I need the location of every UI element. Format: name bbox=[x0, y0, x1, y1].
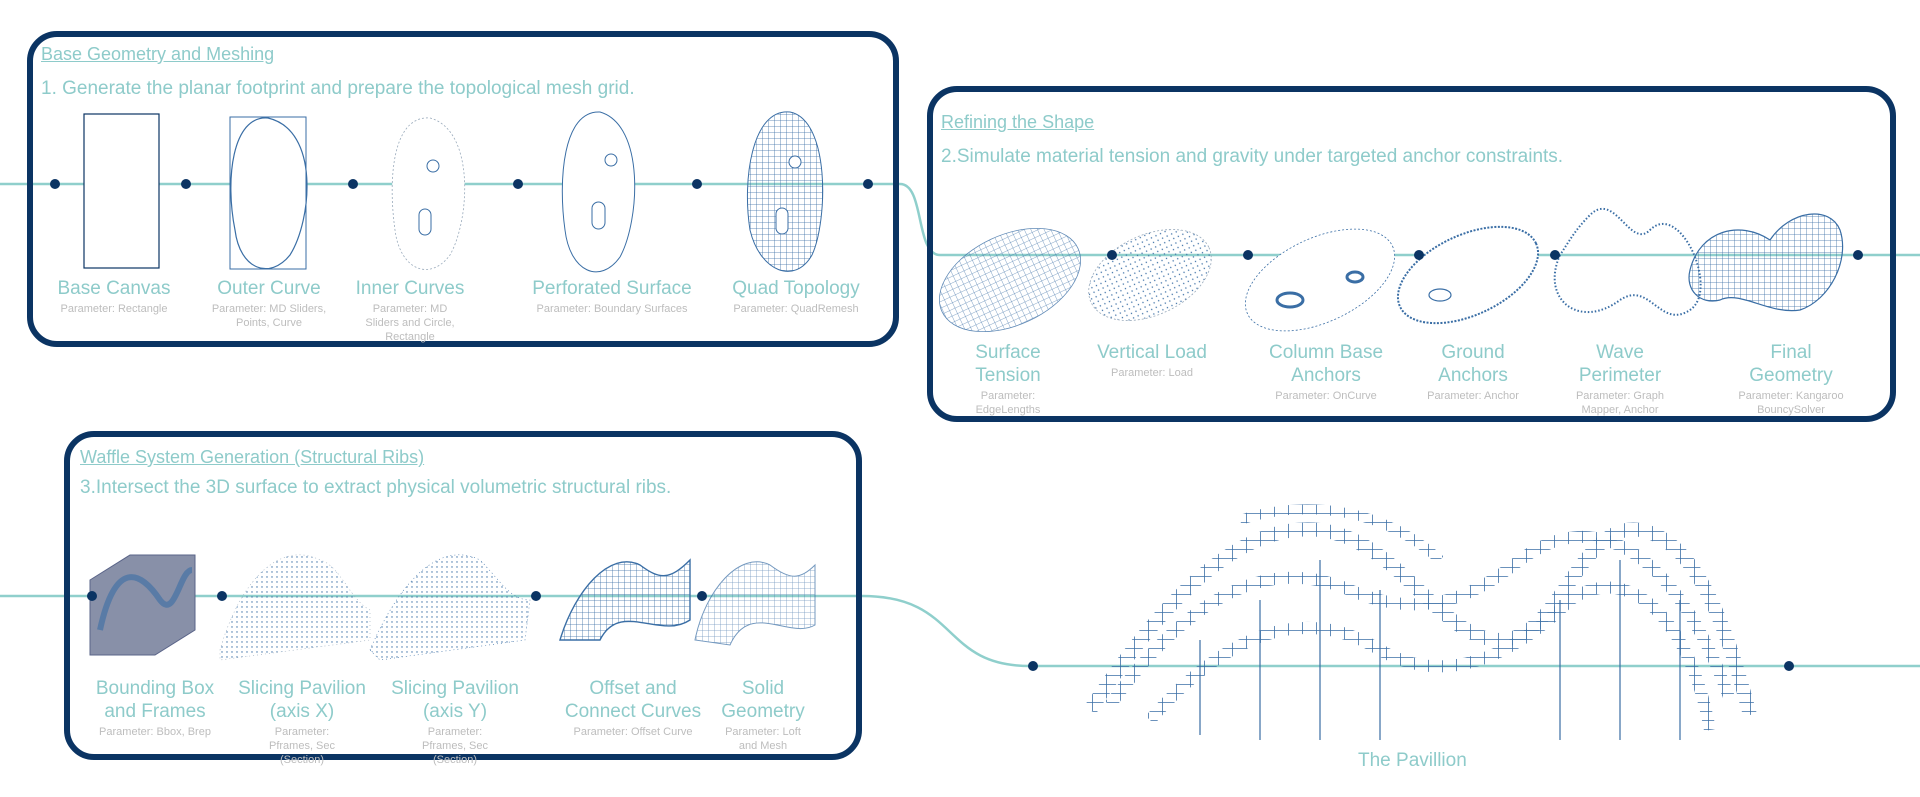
flow-dots-3 bbox=[87, 591, 1794, 671]
step-param: Parameter: Rectangle bbox=[60, 303, 168, 315]
outer-curve-frame bbox=[229, 116, 307, 270]
step-param: Parameter: Anchor bbox=[1427, 390, 1519, 402]
step-label: Wave Perimeter bbox=[1578, 342, 1662, 386]
step-label: Quad Topology bbox=[732, 278, 860, 299]
offset-curves-drawing bbox=[559, 558, 691, 641]
step-param: Parameter: Pframes, Sec (Section) bbox=[421, 726, 489, 766]
flow-line-1 bbox=[0, 182, 1920, 257]
step-label: Base Canvas bbox=[57, 278, 171, 299]
step-label: Column Base Anchors bbox=[1268, 342, 1384, 386]
step-param: Parameter: Load bbox=[1111, 367, 1193, 379]
section-3-description: 3.Intersect the 3D surface to extract ph… bbox=[80, 477, 672, 498]
step-label: Offset and Connect Curves bbox=[564, 678, 702, 722]
step-param: Parameter: OnCurve bbox=[1275, 390, 1377, 402]
perforated-surface-drawing bbox=[561, 111, 636, 273]
step-label: Ground Anchors bbox=[1438, 342, 1508, 386]
step-label: Final Geometry bbox=[1749, 342, 1833, 386]
step-param: Parameter: Bbox, Brep bbox=[99, 726, 211, 738]
slicing-y-drawing bbox=[369, 554, 531, 661]
step-label: Bounding Box and Frames bbox=[95, 678, 215, 722]
surface-tension-drawing bbox=[939, 227, 1081, 333]
step-param: Parameter: Offset Curve bbox=[573, 726, 693, 738]
step-param: Parameter: Loft and Mesh bbox=[725, 726, 801, 752]
solid-geometry-drawing bbox=[694, 561, 816, 646]
step-param: Parameter: Kangaroo BouncySolver bbox=[1738, 390, 1844, 416]
step-param: Parameter: Graph Mapper, Anchor bbox=[1575, 390, 1665, 416]
pavilion-drawing bbox=[1084, 504, 1757, 740]
outer-curve-drawing bbox=[230, 117, 308, 270]
step-param: Parameter: MD Sliders, Points, Curve bbox=[211, 303, 327, 329]
step-param: Parameter: EdgeLengths bbox=[975, 390, 1041, 416]
step-slicing-y: Slicing Pavilion (axis Y)Parameter: Pfra… bbox=[380, 677, 530, 767]
step-param: Parameter: Boundary Surfaces bbox=[536, 303, 688, 315]
section-1-title: Base Geometry and Meshing bbox=[41, 44, 275, 64]
section-3-title: Waffle System Generation (Structural Rib… bbox=[80, 447, 425, 467]
final-geometry-drawing bbox=[1688, 213, 1844, 312]
base-canvas-drawing bbox=[83, 113, 160, 269]
inner-curves-drawing bbox=[391, 117, 466, 270]
step-param: Parameter: QuadRemesh bbox=[733, 303, 859, 315]
section-2-title: Refining the Shape bbox=[941, 112, 1095, 132]
slicing-x-drawing bbox=[219, 554, 371, 661]
bounding-box-drawing bbox=[89, 554, 196, 656]
step-label: Vertical Load bbox=[1097, 342, 1207, 363]
step-label: Inner Curves bbox=[355, 278, 465, 299]
step-label: Perforated Surface bbox=[532, 278, 692, 299]
section-waffle-system bbox=[64, 431, 862, 760]
step-param: Parameter: Pframes, Sec (Section) bbox=[268, 726, 336, 766]
step-param: Parameter: MD Sliders and Circle, Rectan… bbox=[365, 303, 455, 343]
section-refining-shape bbox=[927, 86, 1896, 422]
step-label: Slicing Pavilion (axis X) bbox=[238, 678, 366, 722]
vertical-load-drawing bbox=[1088, 229, 1212, 321]
step-label: Solid Geometry bbox=[721, 678, 805, 722]
flow-line-3 bbox=[0, 594, 1920, 668]
pavilion-label: The Pavillion bbox=[1358, 750, 1467, 771]
step-label: Surface Tension bbox=[975, 342, 1041, 386]
section-2-description: 2.Simulate material tension and gravity … bbox=[941, 146, 1564, 167]
section-base-geometry bbox=[27, 31, 899, 347]
section-1-description: 1. Generate the planar footprint and pre… bbox=[41, 78, 635, 99]
step-label: Outer Curve bbox=[217, 278, 321, 299]
step-label: Slicing Pavilion (axis Y) bbox=[391, 678, 519, 722]
step-slicing-x: Slicing Pavilion (axis X)Parameter: Pfra… bbox=[227, 677, 377, 767]
flow-dots-2 bbox=[1107, 250, 1863, 260]
flow-dots-1 bbox=[50, 179, 873, 189]
quad-topology-drawing bbox=[746, 111, 824, 272]
